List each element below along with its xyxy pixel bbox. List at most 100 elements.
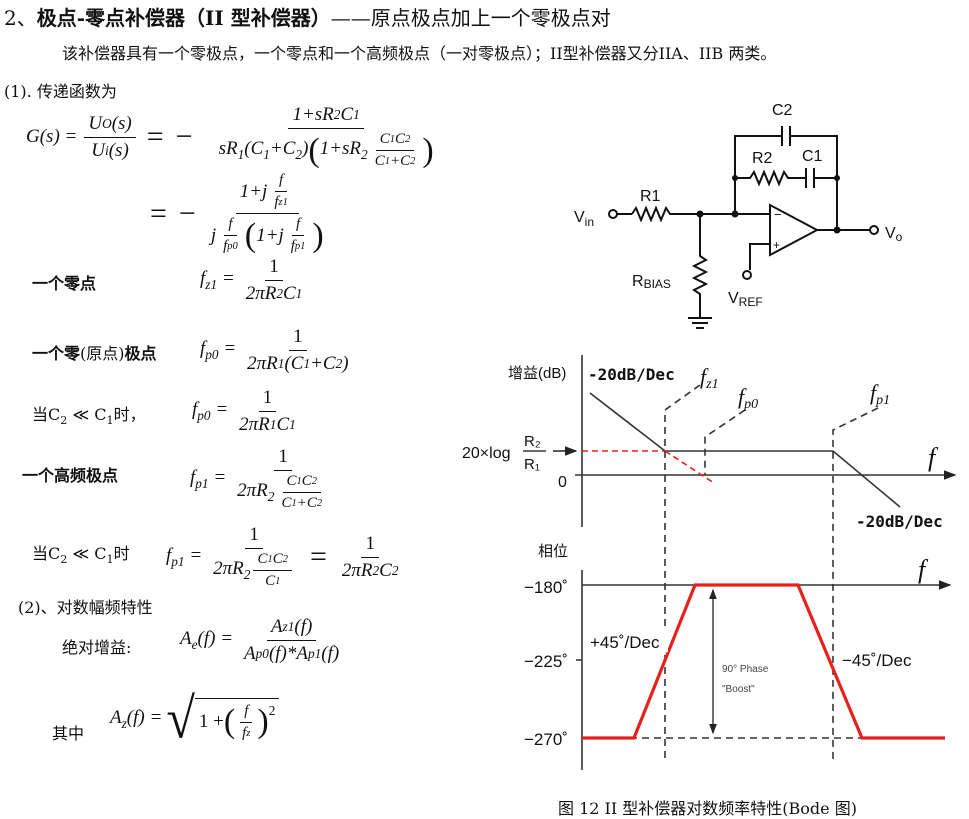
opamp bbox=[769, 203, 820, 257]
condition-1-label: 当C2 ≪ C1时， bbox=[32, 405, 146, 428]
fz1-lhs: fz1 = bbox=[200, 268, 235, 292]
num-1j: 1+j bbox=[239, 180, 268, 202]
equals: = bbox=[150, 196, 167, 230]
r2-resistor bbox=[735, 169, 806, 187]
up-slope-label: +45˚/Dec bbox=[590, 633, 660, 652]
lhs: fp1 = bbox=[166, 544, 203, 569]
down-slope-label: −45˚/Dec bbox=[842, 651, 912, 670]
fp0-lhs: fp0 = bbox=[200, 338, 237, 362]
num: 1 bbox=[245, 524, 263, 549]
num: 1 bbox=[265, 256, 283, 281]
gain-f-label: f bbox=[928, 443, 939, 472]
label-c1: C1 bbox=[802, 148, 823, 165]
label-c: 极点 bbox=[124, 344, 157, 363]
num: 1 bbox=[289, 326, 307, 351]
tf-den-b: 1+sR2 bbox=[319, 138, 368, 162]
section-2-heading: (2)、对数幅频特性 bbox=[18, 598, 153, 617]
fp1-marker bbox=[832, 407, 879, 760]
gain-zero-label: 0 bbox=[558, 474, 567, 491]
title-bold: 极点-零点补偿器（II 型补偿器） bbox=[36, 6, 331, 30]
gain-red-slope-dash bbox=[664, 450, 715, 484]
gain-level-r1: R₁ bbox=[524, 456, 540, 473]
gain-level-prefix: 20×log bbox=[462, 445, 511, 462]
boost-label-2: "Boost" bbox=[722, 684, 755, 695]
title-rest: ——原点极点加上一个零极点对 bbox=[330, 6, 611, 30]
g-lhs: G(s) = bbox=[26, 126, 78, 147]
gain-curve bbox=[589, 392, 901, 508]
figure-caption: 图 12 II 型补偿器对数频率特性(Bode 图) bbox=[558, 799, 857, 818]
fz1-marker bbox=[664, 384, 701, 760]
vref-terminal bbox=[742, 270, 752, 280]
tick-270: −270˚ bbox=[524, 730, 568, 749]
label-vin: Vin bbox=[574, 209, 594, 229]
r1-resistor bbox=[631, 205, 770, 223]
den: 2πR2 bbox=[213, 558, 251, 582]
f: f bbox=[240, 703, 253, 723]
den: 2πR2 bbox=[237, 480, 275, 504]
circuit-schematic bbox=[608, 126, 879, 329]
opamp-plus: + bbox=[773, 238, 780, 252]
phase-labels: 相位 f −180˚ −225˚ −270˚ +45˚/Dec −45˚/Dec… bbox=[524, 543, 929, 749]
title-prefix: 2、 bbox=[4, 6, 37, 30]
fp0-marker bbox=[704, 409, 746, 475]
ground-icon bbox=[688, 317, 712, 329]
vo-terminal bbox=[869, 225, 879, 235]
circuit-labels: C2 R2 C1 R1 Vin RBIAS VREF Vo − + bbox=[574, 102, 903, 309]
phase-axis-label: 相位 bbox=[538, 543, 568, 560]
num: 1 bbox=[274, 446, 292, 471]
minus: − bbox=[175, 120, 193, 153]
vin-terminal bbox=[608, 209, 618, 219]
den-1j: 1+j bbox=[256, 224, 284, 246]
tick-180: −180˚ bbox=[524, 578, 568, 597]
tick-225: −225˚ bbox=[524, 652, 568, 671]
label-a: 一个零 bbox=[32, 344, 81, 363]
slope-label-2: -20dB/Dec bbox=[856, 512, 943, 531]
boost-label-1: 90° Phase bbox=[722, 664, 769, 675]
equals: = bbox=[146, 120, 164, 153]
exponent: 2 bbox=[268, 702, 276, 718]
intro-text: 该补偿器具有一个零极点，一个零点和一个高频极点（一对零极点）；II型补偿器又分I… bbox=[62, 44, 777, 63]
hf-pole-label: 一个高频极点 bbox=[22, 466, 119, 485]
lhs: fp0 = bbox=[192, 399, 229, 423]
where-label: 其中 bbox=[52, 724, 85, 743]
f: f bbox=[291, 216, 305, 236]
label-rbias: RBIAS bbox=[632, 273, 671, 291]
fz1-label: fz1 bbox=[700, 364, 719, 392]
lhs: fp1 = bbox=[190, 466, 227, 491]
gain-labels: 增益(dB) -20dB/Dec fz1 fp0 fp1 f 20×log R₂… bbox=[462, 364, 943, 531]
abs-gain-label: 绝对增益: bbox=[62, 638, 132, 657]
lhs: Ae(f) = bbox=[180, 628, 234, 652]
num: 1 bbox=[258, 387, 277, 412]
phase-plot bbox=[576, 570, 952, 770]
equals: = bbox=[309, 540, 327, 573]
j: j bbox=[210, 224, 217, 246]
minus: − bbox=[178, 196, 196, 230]
f: f bbox=[275, 172, 288, 192]
gain-plot bbox=[553, 355, 957, 760]
